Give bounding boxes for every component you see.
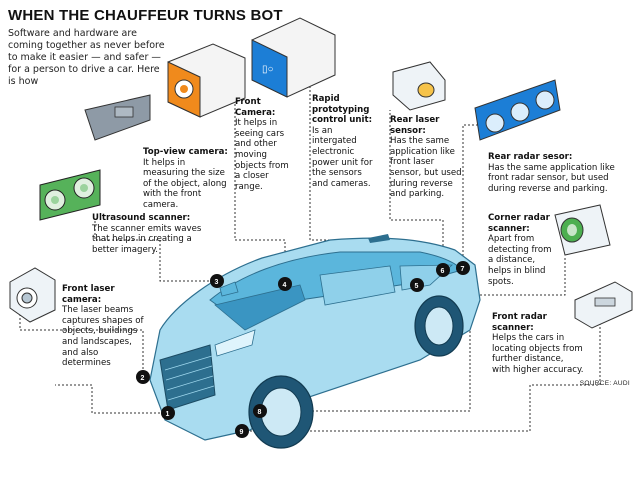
- label-front-radar-scanner: Front radar scanner: Helps the cars in l…: [492, 312, 584, 376]
- svg-text:8: 8: [258, 409, 262, 416]
- label-front-camera: Front Camera: It helps in seeing cars an…: [235, 97, 295, 192]
- label-title: Front radar scanner:: [492, 312, 547, 333]
- intro-text: Software and hardware are coming togethe…: [8, 28, 165, 87]
- label-desc: The scanner emits waves that helps in cr…: [92, 223, 202, 255]
- top-view-camera-icon: [84, 94, 151, 141]
- label-desc: It helps in measuring the size of the ob…: [143, 157, 227, 210]
- control-unit-icon: ▯○: [251, 17, 336, 98]
- label-title: Front Camera:: [235, 97, 276, 118]
- ultrasound-scanner-icon: [39, 169, 101, 221]
- markers: 1 2 3 4 5 6 7 8 9: [136, 261, 470, 438]
- label-title: Rapid prototyping control unit:: [312, 94, 373, 126]
- svg-text:7: 7: [461, 266, 465, 273]
- svg-text:▯○: ▯○: [262, 64, 274, 75]
- label-title: Top-view camera:: [143, 147, 228, 157]
- label-desc: The laser beams captures shapes of objec…: [62, 305, 144, 369]
- svg-text:2: 2: [141, 375, 145, 382]
- marker-2: 2: [136, 370, 150, 384]
- label-control-unit: Rapid prototyping control unit: Is an in…: [312, 94, 378, 189]
- label-title: Rear laser sensor:: [390, 115, 440, 136]
- label-title: Corner radar scanner:: [488, 213, 550, 234]
- source-credit: SOURCE: AUDI: [579, 380, 630, 387]
- marker-4: 4: [278, 277, 292, 291]
- label-ultrasound-scanner: Ultrasound scanner: The scanner emits wa…: [92, 213, 210, 255]
- front-laser-camera-icon: [9, 267, 56, 323]
- page-title: WHEN THE CHAUFFEUR TURNS BOT: [8, 7, 283, 24]
- label-desc: Apart from detecting from a distance, he…: [488, 234, 552, 287]
- marker-7: 7: [456, 261, 470, 275]
- label-desc: It helps in seeing cars and other moving…: [235, 118, 289, 192]
- front-camera-icon: [167, 43, 246, 118]
- corner-radar-scanner-icon: [554, 204, 611, 256]
- label-title: Front laser camera:: [62, 284, 115, 305]
- car-illustration: [149, 234, 481, 449]
- label-rear-radar-sensor: Rear radar sesor: Has the same applicati…: [488, 152, 623, 194]
- svg-text:3: 3: [215, 279, 219, 286]
- rear-radar-sensor-icon: [474, 79, 561, 141]
- svg-text:1: 1: [166, 411, 170, 418]
- label-desc: Has the same application like front rada…: [488, 162, 615, 194]
- label-rear-laser-sensor: Rear laser sensor: Has the same applicat…: [390, 115, 464, 200]
- label-top-view-camera: Top-view camera: It helps in measuring t…: [143, 147, 231, 211]
- label-corner-radar-scanner: Corner radar scanner: Apart from detecti…: [488, 213, 554, 287]
- marker-8: 8: [253, 404, 267, 418]
- label-title: Rear radar sesor:: [488, 152, 573, 162]
- marker-1: 1: [161, 406, 175, 420]
- svg-text:5: 5: [415, 283, 419, 290]
- front-radar-scanner-icon: [574, 281, 633, 329]
- marker-9: 9: [235, 424, 249, 438]
- label-desc: Has the same application like front lase…: [390, 136, 462, 200]
- label-front-laser-camera: Front laser camera: The laser beams capt…: [62, 284, 144, 369]
- label-title: Ultrasound scanner:: [92, 213, 191, 223]
- svg-text:9: 9: [240, 429, 244, 436]
- svg-text:4: 4: [283, 282, 287, 289]
- marker-3: 3: [210, 274, 224, 288]
- rear-laser-sensor-icon: [392, 61, 446, 111]
- label-desc: Is an intergated electronic power unit f…: [312, 125, 373, 189]
- marker-6: 6: [436, 263, 450, 277]
- label-desc: Helps the cars in locating objects from …: [492, 333, 584, 375]
- marker-5: 5: [410, 278, 424, 292]
- svg-text:6: 6: [441, 268, 445, 275]
